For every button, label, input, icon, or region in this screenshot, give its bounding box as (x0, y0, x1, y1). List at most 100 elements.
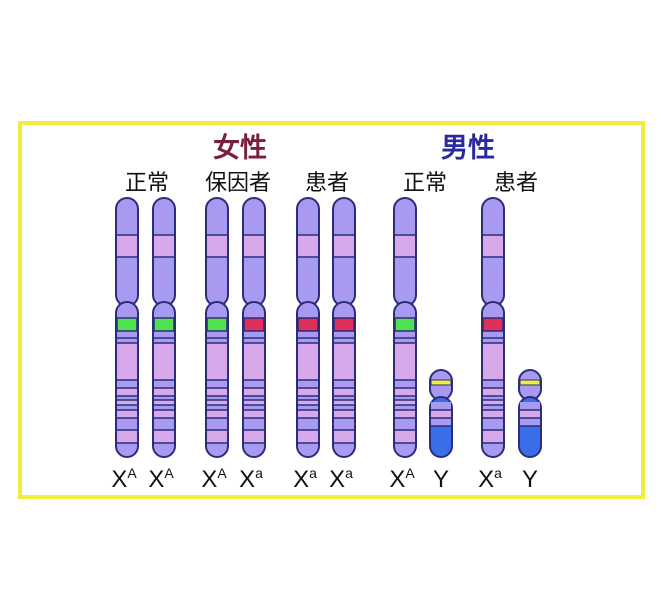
allele-superscript: a (345, 465, 353, 481)
group-female-carrier: 保因者 (205, 171, 271, 196)
band (334, 235, 354, 257)
chromosome-name: X (293, 466, 309, 493)
chromosome-label: XA (389, 465, 415, 493)
band (298, 430, 318, 443)
band (117, 400, 137, 405)
gene-locus (333, 317, 355, 332)
x-chromosome: Xa (239, 197, 266, 493)
allele-superscript: a (494, 465, 502, 481)
chromosome-label: Xa (329, 465, 353, 493)
group-male-normal: 正常 (403, 171, 447, 196)
band (154, 235, 174, 257)
x-chromosome: XA (201, 197, 229, 493)
heading-female: 女性 (213, 132, 267, 164)
gene-locus (243, 317, 265, 332)
band (334, 410, 354, 418)
chromosome-name: X (329, 466, 345, 493)
chromosome-label: Xa (478, 465, 502, 493)
group-female-normal: 正常 (125, 171, 169, 196)
band (207, 400, 227, 405)
band (244, 235, 264, 257)
band (244, 410, 264, 418)
y-chromosome: Y (429, 369, 453, 493)
band (117, 235, 137, 257)
chromosome-name: Y (522, 466, 538, 493)
chromosome-name: X (201, 466, 217, 493)
gene-locus (394, 317, 416, 332)
allele-superscript: A (217, 465, 227, 481)
chromosome-name: X (389, 466, 405, 493)
band (244, 388, 264, 396)
allele-superscript: a (255, 465, 263, 481)
chromosome-name: X (239, 466, 255, 493)
chromosome-name: X (478, 466, 494, 493)
allele-superscript: A (405, 465, 415, 481)
band (207, 343, 227, 380)
band (430, 379, 452, 386)
band (244, 343, 264, 380)
band (207, 430, 227, 443)
chromosome-label: Y (433, 466, 449, 493)
band (298, 410, 318, 418)
band (520, 410, 540, 418)
band (244, 430, 264, 443)
gene-locus (206, 317, 228, 332)
chromosome-label: Xa (239, 465, 263, 493)
band (519, 379, 541, 386)
band (395, 430, 415, 443)
allele-superscript: a (309, 465, 317, 481)
gene-locus (297, 317, 319, 332)
band (483, 400, 503, 405)
gene-locus (116, 317, 138, 332)
chromosome-label: XA (111, 465, 137, 493)
band (117, 410, 137, 418)
band (395, 235, 415, 257)
band (483, 235, 503, 257)
heading-male: 男性 (441, 133, 495, 164)
band (431, 410, 451, 418)
band (298, 400, 318, 405)
x-chromosome: XA (111, 197, 139, 493)
band (154, 343, 174, 380)
band (117, 343, 137, 380)
band (154, 430, 174, 443)
band (154, 400, 174, 405)
band (395, 400, 415, 405)
chromosome-label: Xa (293, 465, 317, 493)
band (207, 235, 227, 257)
band (395, 388, 415, 396)
band (154, 388, 174, 396)
band (298, 343, 318, 380)
x-chromosome: XA (148, 197, 176, 493)
chromosome-label: XA (148, 465, 174, 493)
band (207, 388, 227, 396)
allele-superscript: A (127, 465, 137, 481)
allele-superscript: A (164, 465, 174, 481)
band (117, 430, 137, 443)
x-chromosome: XA (389, 197, 417, 493)
band (298, 235, 318, 257)
x-chromosome: Xa (293, 197, 320, 493)
band (395, 343, 415, 380)
band (483, 388, 503, 396)
band (154, 410, 174, 418)
chromosome-name: X (111, 466, 127, 493)
gene-locus (153, 317, 175, 332)
x-chromosome: Xa (478, 197, 505, 493)
band (334, 400, 354, 405)
band (395, 410, 415, 418)
band (117, 388, 137, 396)
band (298, 388, 318, 396)
band (244, 400, 264, 405)
band (334, 343, 354, 380)
chromosome-name: Y (433, 466, 449, 493)
chromosome-label: Y (522, 466, 538, 493)
band (483, 343, 503, 380)
band (334, 430, 354, 443)
band (334, 388, 354, 396)
gene-locus (482, 317, 504, 332)
group-female-patient: 患者 (305, 171, 349, 196)
group-male-patient: 患者 (494, 171, 538, 196)
chromosome-label: XA (201, 465, 227, 493)
